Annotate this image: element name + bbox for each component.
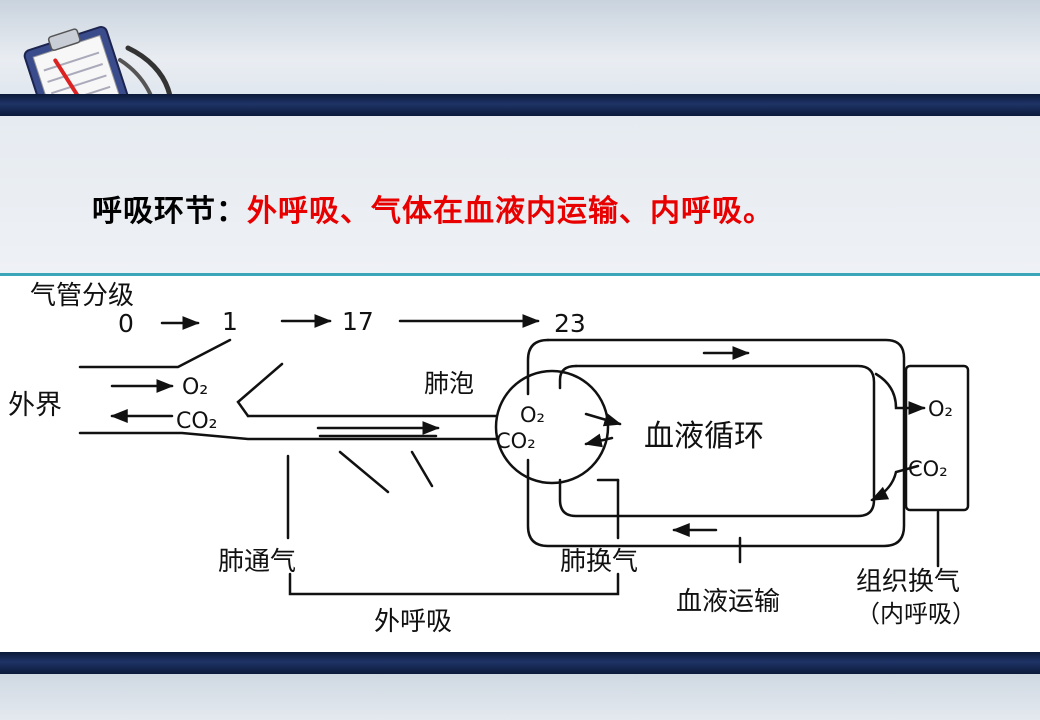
airway-generation-label: 气管分级 [30, 281, 134, 311]
pulmonary-exchange-label: 肺换气 [560, 547, 638, 577]
slide-title-lead: 呼吸环节： [92, 194, 247, 229]
outside-label: 外界 [8, 390, 62, 421]
slide-top-background [0, 0, 1040, 100]
co2-outside-label: CO₂ [176, 409, 218, 434]
external-respiration-label: 外呼吸 [374, 607, 452, 637]
circulation-inner [558, 364, 876, 518]
circulation-label: 血液循环 [644, 419, 764, 454]
alveolus [494, 369, 610, 485]
tissue-co2-arrow [870, 464, 920, 502]
pulmonary-ventilation-label: 肺通气 [218, 547, 296, 577]
bronchiole-branch-2 [410, 450, 434, 488]
co2-alveolus-label: CO₂ [496, 429, 536, 453]
divider-line [0, 273, 1040, 276]
internal-respiration-label: （内呼吸） [856, 600, 976, 628]
blood-transport-label: 血液运输 [676, 587, 780, 617]
bronchiole-branch-1 [338, 450, 390, 494]
co2-tissue-label: CO₂ [908, 457, 948, 481]
airway-lower-wall [78, 431, 502, 441]
gen-label-1: 1 [222, 307, 238, 336]
slide-title: 呼吸环节：外呼吸、气体在血液内运输、内呼吸。 [92, 186, 774, 230]
title-area [0, 116, 1040, 274]
gen-label-0: 0 [118, 309, 134, 338]
gen-label-17: 17 [342, 307, 374, 336]
footer-area [0, 674, 1040, 720]
external-respiration-bracket [288, 572, 620, 596]
o2-tissue-label: O₂ [928, 397, 953, 421]
tissue-box [904, 364, 970, 512]
bronchus-branch-upper [236, 362, 284, 418]
airway-upper-wall [78, 338, 232, 369]
slide-title-rest: 外呼吸、气体在血液内运输、内呼吸。 [247, 194, 774, 229]
circulation-outer [526, 338, 906, 548]
alveolus-label: 肺泡 [424, 369, 474, 398]
gen-label-23: 23 [554, 309, 586, 338]
footer-band [0, 652, 1040, 674]
o2-outside-label: O₂ [182, 375, 208, 400]
header-band [0, 94, 1040, 116]
tissue-o2-arrow [874, 372, 926, 415]
tissue-exchange-label: 组织换气 [856, 567, 960, 597]
o2-alveolus-label: O₂ [520, 403, 545, 427]
respiration-diagram: 气管分级 0 1 17 23 外界 O₂ CO₂ 肺泡 O₂ CO₂ 血液循环 … [8, 281, 976, 637]
